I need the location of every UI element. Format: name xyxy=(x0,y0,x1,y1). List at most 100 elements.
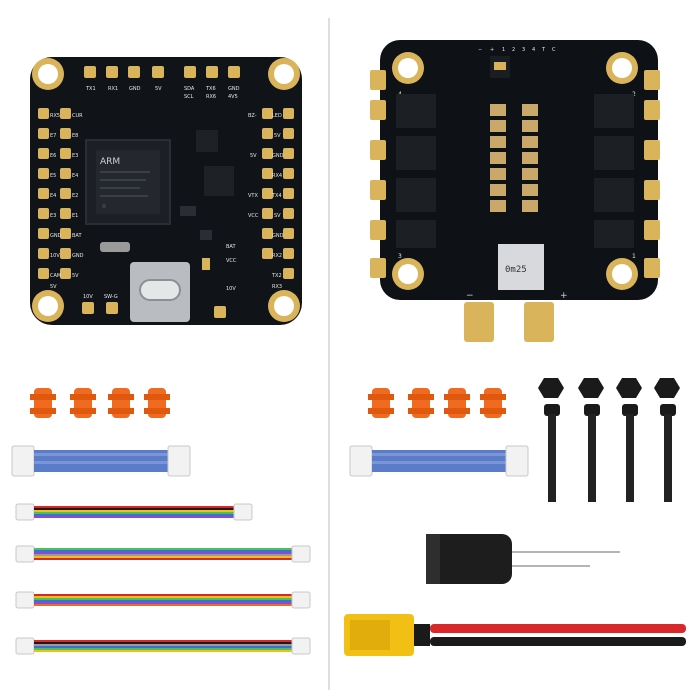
pad-label: GND xyxy=(50,233,62,239)
power-label: + xyxy=(560,291,568,301)
rubber-grommet-icon xyxy=(70,388,96,418)
pad-label: GND xyxy=(272,153,284,159)
pad-label: E1 xyxy=(72,213,78,219)
fc-mcu-chip: ARM xyxy=(85,139,171,225)
fc-bottom-pad xyxy=(214,306,226,318)
esc-corner-number: 1 xyxy=(632,253,636,260)
rubber-grommet-icon xyxy=(108,388,134,418)
screw-icon xyxy=(538,378,564,502)
pin-label: + xyxy=(490,47,494,53)
pad-label: 5V xyxy=(50,284,57,290)
pad-label: RX5 xyxy=(50,113,60,119)
pad-label: CAM xyxy=(50,273,61,279)
pad-label: E7 xyxy=(50,133,56,139)
rubber-grommet-icon xyxy=(30,388,56,418)
esc-motor-pads xyxy=(370,70,660,278)
rubber-grommet-icon xyxy=(144,388,170,418)
fc-component xyxy=(100,242,130,252)
fc-bottom-pad xyxy=(82,302,94,314)
pad-label: RX3 xyxy=(272,284,282,290)
pad-label: 10V xyxy=(50,253,60,259)
pad-label: 10V xyxy=(226,286,236,292)
esc-mosfets xyxy=(396,94,634,248)
usb-c-port-icon xyxy=(130,262,190,322)
wire-harness-icon xyxy=(15,545,311,563)
ribbon-cable-icon xyxy=(11,445,191,477)
pad-label: 10V xyxy=(83,294,93,300)
pad-label: BZ- xyxy=(248,113,257,119)
pad-label: BAT xyxy=(72,233,82,239)
pin-label: T xyxy=(541,47,546,53)
esc-corner-number: 3 xyxy=(398,253,402,260)
pad-label: CUR xyxy=(72,113,83,119)
fc-component xyxy=(196,130,218,152)
xt60-power-lead-icon xyxy=(344,614,686,656)
pin-label: 2 xyxy=(512,47,515,53)
pad-label: GND xyxy=(272,233,284,239)
pad-label: LED xyxy=(272,113,282,119)
fc-mount-holes xyxy=(32,58,300,322)
pin-label: − xyxy=(478,47,482,53)
esc-power-pads: − + xyxy=(464,291,568,342)
pin-label: C xyxy=(552,47,556,53)
shunt-label: 0m25 xyxy=(505,265,527,275)
fc-right-pads: LED 5V GND RX4 TX4 SV GND RX2 TX2 RX3 BZ… xyxy=(226,108,294,290)
pad-label: 5V xyxy=(250,153,257,159)
pad-label: SDA xyxy=(184,86,195,92)
pin-label: 1 xyxy=(502,47,505,53)
pad-label: 5V xyxy=(72,273,79,279)
fc-bottom-pad xyxy=(106,302,118,314)
screw-icon xyxy=(654,378,680,502)
pad-label: RX1 xyxy=(108,86,118,92)
pad-label: VTX xyxy=(248,193,258,199)
rubber-grommet-icon xyxy=(368,388,394,418)
electrolytic-capacitor-icon xyxy=(426,534,620,584)
rubber-grommet-icon xyxy=(408,388,434,418)
pad-label: E4 xyxy=(72,173,78,179)
pad-label: 5V xyxy=(274,133,281,139)
pad-label: TX6 xyxy=(205,86,216,92)
pad-label: 5V xyxy=(155,86,162,92)
pad-label: E6 xyxy=(50,153,56,159)
pad-label: GND xyxy=(72,253,84,259)
wire-harness-icon xyxy=(15,591,311,609)
rubber-grommet-icon xyxy=(444,388,470,418)
fc-component xyxy=(204,166,234,196)
pin-label: 4 xyxy=(532,47,535,53)
pad-label: RX2 xyxy=(272,253,282,259)
pad-label: SV xyxy=(274,213,281,219)
pad-label: BAT xyxy=(226,244,236,250)
pad-label: TX1 xyxy=(85,86,96,92)
pad-label: VCC xyxy=(248,213,259,219)
esc-board: 4 2 3 1 − + 1 2 3 4 T C xyxy=(370,40,660,342)
right-grommets xyxy=(368,388,506,418)
wire-harness-icon xyxy=(15,637,311,655)
esc-shunt-resistor: 0m25 xyxy=(498,244,544,290)
fc-top-pads: TX1 RX1 GND 5V SDA TX6 GND SCL RX6 4V5 xyxy=(84,66,240,100)
pad-label: E3 xyxy=(50,213,56,219)
pad-label: E5 xyxy=(50,173,56,179)
esc-top-pins: − + 1 2 3 4 T C xyxy=(478,47,556,78)
pin-label: 3 xyxy=(522,47,525,53)
fc-component xyxy=(200,230,212,240)
mcu-brand: ARM xyxy=(100,157,120,167)
fc-component xyxy=(202,258,210,270)
pad-label: SCL xyxy=(184,94,194,100)
left-grommets xyxy=(30,388,170,418)
pad-label: GND xyxy=(129,86,141,92)
pad-label: TX2 xyxy=(271,273,282,279)
esc-capacitor-array xyxy=(490,104,538,212)
pad-label: SW-G xyxy=(104,294,118,300)
pad-label: E3 xyxy=(72,153,78,159)
fc-left-pads: RX5 E7 E6 E5 E4 E3 GND 10V CAM 5V CUR E8… xyxy=(38,108,84,290)
left-cables xyxy=(11,445,311,655)
screw-icon xyxy=(578,378,604,502)
pad-label: GND xyxy=(228,86,240,92)
pad-label: 4V5 xyxy=(228,94,238,100)
rubber-grommet-icon xyxy=(480,388,506,418)
right-ribbon-cable xyxy=(349,445,529,477)
flight-controller-board: TX1 RX1 GND 5V SDA TX6 GND SCL RX6 4V5 xyxy=(30,57,302,325)
fc-component xyxy=(180,206,196,216)
pad-label: E8 xyxy=(72,133,78,139)
